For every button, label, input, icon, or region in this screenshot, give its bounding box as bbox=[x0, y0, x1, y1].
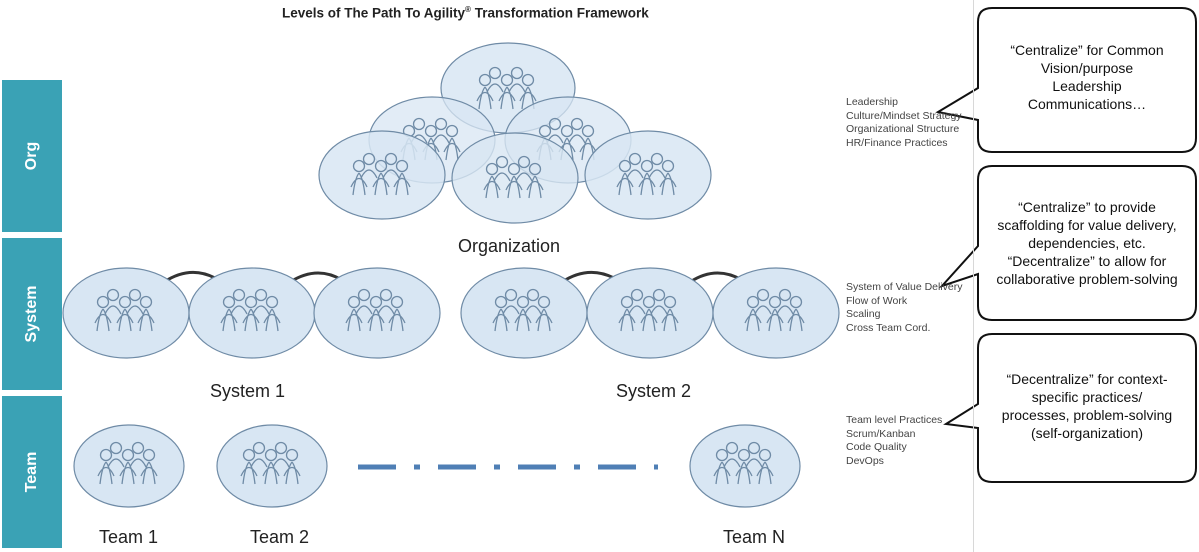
team2-label: Team 2 bbox=[250, 527, 310, 547]
organization-label: Organization bbox=[458, 236, 561, 256]
org-team-ellipse-bottom-left bbox=[318, 130, 446, 220]
right-panel-divider bbox=[973, 0, 974, 552]
system-note-item: Cross Team Cord. bbox=[846, 321, 931, 334]
system-note-item: Flow of Work bbox=[846, 294, 908, 307]
org-notes: Leadership Culture/Mindset Strategy Orga… bbox=[846, 96, 962, 150]
system-note-item: System of Value Delivery bbox=[846, 281, 963, 293]
system-speech-bubble bbox=[938, 165, 1197, 321]
team-bubble-line: (self-organization) bbox=[1030, 425, 1144, 441]
teamN-ellipse bbox=[689, 424, 801, 508]
org-note-item: Culture/Mindset Strategy bbox=[846, 109, 962, 122]
team-note-item: Scrum/Kanban bbox=[846, 427, 916, 440]
registered-mark: ® bbox=[465, 5, 471, 14]
system-bubble-text: “Centralize” to provide scaffolding for … bbox=[980, 198, 1194, 288]
system-bubble-line: collaborative problem-solving bbox=[996, 271, 1178, 287]
system-bubble-line: dependencies, etc. bbox=[1028, 235, 1146, 251]
org-bubble-line: Communications… bbox=[1027, 96, 1147, 112]
org-tab-label: Org bbox=[23, 141, 40, 171]
org-bubble-line: Vision/purpose bbox=[1040, 60, 1134, 76]
team-speech-bubble bbox=[943, 333, 1197, 483]
team2-ellipse bbox=[216, 424, 328, 508]
org-tab: Org bbox=[2, 80, 62, 232]
system1-team-ellipse-2 bbox=[188, 267, 316, 359]
team-note-item: Code Quality bbox=[846, 441, 907, 453]
title-rest: Transformation Framework bbox=[470, 5, 649, 21]
team-notes: Team level Practices Scrum/Kanban Code Q… bbox=[846, 414, 942, 468]
system-notes: System of Value Delivery Flow of Work Sc… bbox=[846, 281, 963, 335]
team-tab: Team bbox=[2, 396, 62, 548]
system2-label: System 2 bbox=[616, 381, 692, 401]
system2-team-ellipse-3 bbox=[712, 267, 840, 359]
page-title: Levels of The Path To Agility® Transform… bbox=[282, 5, 649, 21]
system-tab-label: System bbox=[23, 285, 40, 343]
system-note-item: Scaling bbox=[846, 308, 881, 320]
org-bubble-line: “Centralize” for Common bbox=[1010, 42, 1164, 58]
team-bubble-line: processes, problem-solving bbox=[1001, 407, 1173, 423]
team-bubble-line: “Decentralize” for context- bbox=[1006, 371, 1168, 387]
team-tab-label: Team bbox=[23, 451, 40, 493]
org-bubble-text: “Centralize” for Common Vision/purpose L… bbox=[980, 41, 1194, 113]
system-bubble-line: “Decentralize” to allow for bbox=[1007, 253, 1167, 269]
team1-label: Team 1 bbox=[99, 527, 159, 547]
system-tab: System bbox=[2, 238, 62, 390]
system1-label: System 1 bbox=[210, 381, 286, 401]
system2-team-ellipse-2 bbox=[586, 267, 714, 359]
team-note-item: Team level Practices bbox=[846, 414, 943, 426]
team-bubble-text: “Decentralize” for context- specific pra… bbox=[980, 370, 1194, 442]
org-note-item: HR/Finance Practices bbox=[846, 136, 948, 149]
org-team-ellipse-bottom-right bbox=[584, 130, 712, 220]
org-bubble-line: Leadership bbox=[1052, 78, 1122, 94]
org-team-ellipse-bottom-center bbox=[451, 132, 579, 224]
system2-team-ellipse-1 bbox=[460, 267, 588, 359]
title-main: Levels of The Path To Agility bbox=[282, 5, 466, 21]
team-note-item: DevOps bbox=[846, 454, 884, 467]
org-speech-bubble bbox=[935, 7, 1197, 153]
system1-team-ellipse-1 bbox=[62, 267, 190, 359]
system1-team-ellipse-3 bbox=[313, 267, 441, 359]
teamN-label: Team N bbox=[723, 527, 786, 547]
system-bubble-line: scaffolding for value delivery, bbox=[997, 217, 1177, 233]
system-bubble-line: “Centralize” to provide bbox=[1018, 199, 1156, 215]
team-bubble-line: specific practices/ bbox=[1031, 389, 1143, 405]
team1-ellipse bbox=[73, 424, 185, 508]
org-note-item: Leadership bbox=[846, 96, 898, 108]
org-note-item: Organizational Structure bbox=[846, 123, 960, 135]
